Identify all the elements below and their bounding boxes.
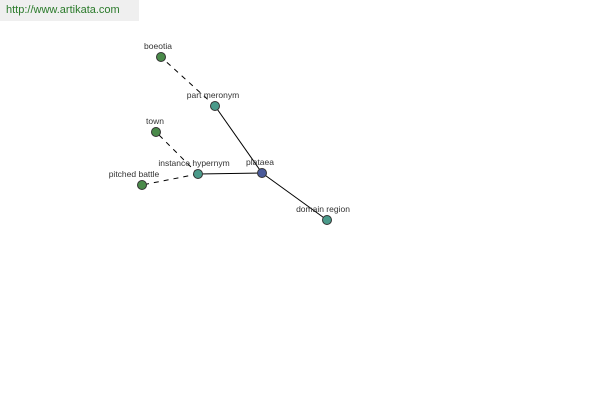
edge-plataea-instance_hypernym [197,172,263,175]
edge-plataea-part_meronym [214,105,263,174]
node-circle-domain_region[interactable] [322,215,332,225]
node-label-instance_hypernym: instance hypernym [158,158,229,168]
node-circle-instance_hypernym[interactable] [193,169,203,179]
node-part_meronym[interactable]: part meronym [187,90,239,111]
node-pitched_battle[interactable]: pitched battle [109,169,160,190]
node-instance_hypernym[interactable]: instance hypernym [158,158,230,179]
node-label-part_meronym: part meronym [187,90,239,100]
node-circle-plataea[interactable] [257,168,267,178]
node-label-domain_region: domain region [296,204,350,214]
node-circle-boeotia[interactable] [156,52,166,62]
edge-plataea-domain_region [261,172,328,221]
node-label-boeotia: boeotia [144,41,172,51]
edge-part_meronym-boeotia [160,56,216,107]
node-circle-town[interactable] [151,127,161,137]
node-circle-pitched_battle[interactable] [137,180,147,190]
node-label-plataea: plataea [246,157,274,167]
node-boeotia[interactable]: boeotia [144,41,172,62]
nodes-layer: plataea part meronym instance hypernym doma… [109,41,350,225]
node-label-pitched_battle: pitched battle [109,169,160,179]
node-circle-part_meronym[interactable] [210,101,220,111]
source-url[interactable]: http://www.artikata.com [0,0,139,21]
edges-layer [141,56,328,221]
node-domain_region[interactable]: domain region [296,204,350,225]
node-town[interactable]: town [146,116,164,137]
node-plataea[interactable]: plataea [246,157,274,178]
node-label-town: town [146,116,164,126]
